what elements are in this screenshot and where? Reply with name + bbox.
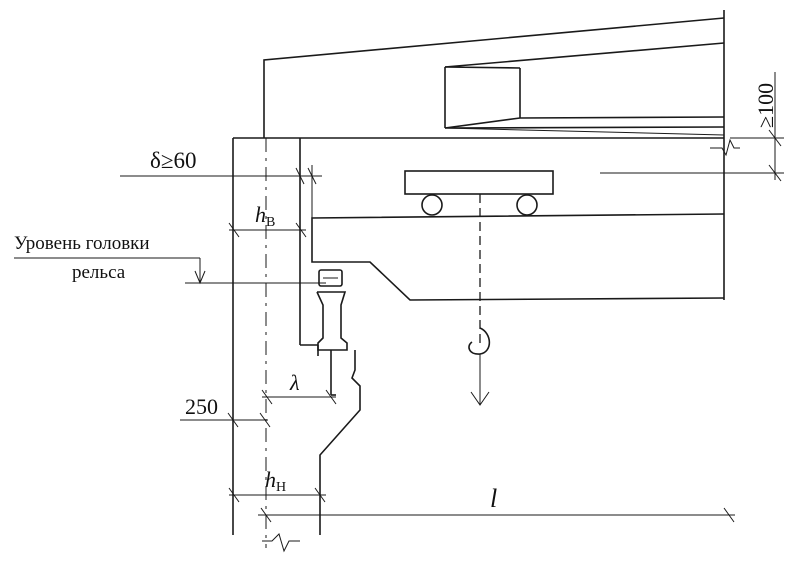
rail-and-crane-beam — [316, 269, 348, 396]
rail-level-label-line2: рельса — [72, 262, 126, 283]
h-upper-sub: В — [266, 215, 275, 230]
column — [232, 138, 361, 553]
trolley — [404, 170, 554, 345]
dim-span — [258, 507, 735, 523]
crane-girder — [311, 213, 725, 301]
dim-h-lower — [228, 487, 326, 503]
lambda-label: λ — [289, 370, 300, 395]
dim-250 — [180, 412, 271, 428]
dim-delta — [120, 165, 322, 220]
span-label: l — [490, 484, 497, 513]
h-lower-sub: Н — [276, 480, 286, 495]
roof-underside — [233, 137, 740, 157]
crane-hook — [468, 327, 491, 406]
dim-h-upper — [228, 222, 307, 238]
rail-level-marker — [14, 257, 326, 285]
h-lower-label: hН — [265, 467, 286, 495]
h-upper-main: h — [255, 202, 266, 227]
h-lower-main: h — [265, 467, 276, 492]
dim-250-label: 250 — [185, 394, 218, 419]
min-gap-label: ≥100 — [753, 83, 778, 128]
delta-label: δ≥60 — [150, 148, 196, 173]
rail-level-label-line1: Уровень головки — [14, 233, 150, 254]
dim-min-gap — [600, 72, 784, 182]
dim-lambda — [261, 389, 337, 405]
roof-truss — [263, 10, 725, 300]
h-upper-label: hВ — [255, 202, 275, 230]
